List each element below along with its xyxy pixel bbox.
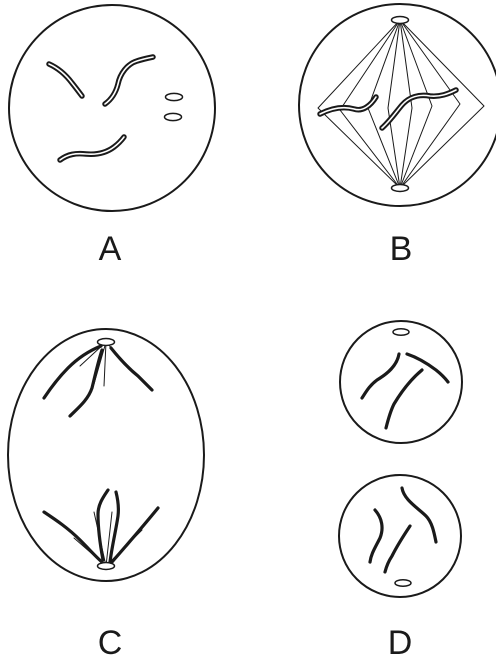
cell-d-upper-chromosomes (362, 354, 448, 428)
label-d: D (370, 626, 430, 660)
cell-d-lower-membrane (339, 475, 461, 597)
cell-c-upper-centriole (98, 339, 115, 346)
cell-d-upper-membrane (340, 321, 462, 443)
cell-a-chromosome-3 (60, 137, 124, 160)
cell-c-lower-chromosomes (44, 490, 158, 562)
cell-a-centriole-2 (165, 113, 182, 120)
cell-a-chromosome-1 (49, 64, 82, 96)
cell-b-membrane (299, 4, 496, 206)
cell-c-upper-spindle (80, 342, 130, 386)
cell-d-upper-daughter (340, 321, 462, 443)
label-a: A (80, 232, 140, 266)
cell-b-upper-centriole (392, 17, 409, 24)
label-c: C (80, 626, 140, 660)
label-b: B (371, 232, 431, 266)
cell-d-upper-centriole (393, 329, 409, 336)
cell-a (9, 5, 215, 211)
cell-d-lower-daughter (339, 475, 461, 597)
cell-b (299, 4, 496, 206)
cell-d (339, 321, 462, 597)
cell-c (8, 329, 204, 581)
cell-b-chromosome-2 (382, 90, 456, 128)
cell-b-lower-centriole (392, 185, 409, 192)
cell-a-membrane (9, 5, 215, 211)
cell-c-upper-chromosomes (44, 346, 152, 416)
cell-d-lower-centriole (395, 580, 411, 587)
cell-c-membrane (8, 329, 204, 581)
cell-b-chromosome-1 (320, 97, 376, 114)
cell-a-centriole-1 (166, 93, 183, 100)
cell-a-chromosome-2 (105, 57, 153, 104)
cell-d-lower-chromosomes (370, 488, 436, 572)
